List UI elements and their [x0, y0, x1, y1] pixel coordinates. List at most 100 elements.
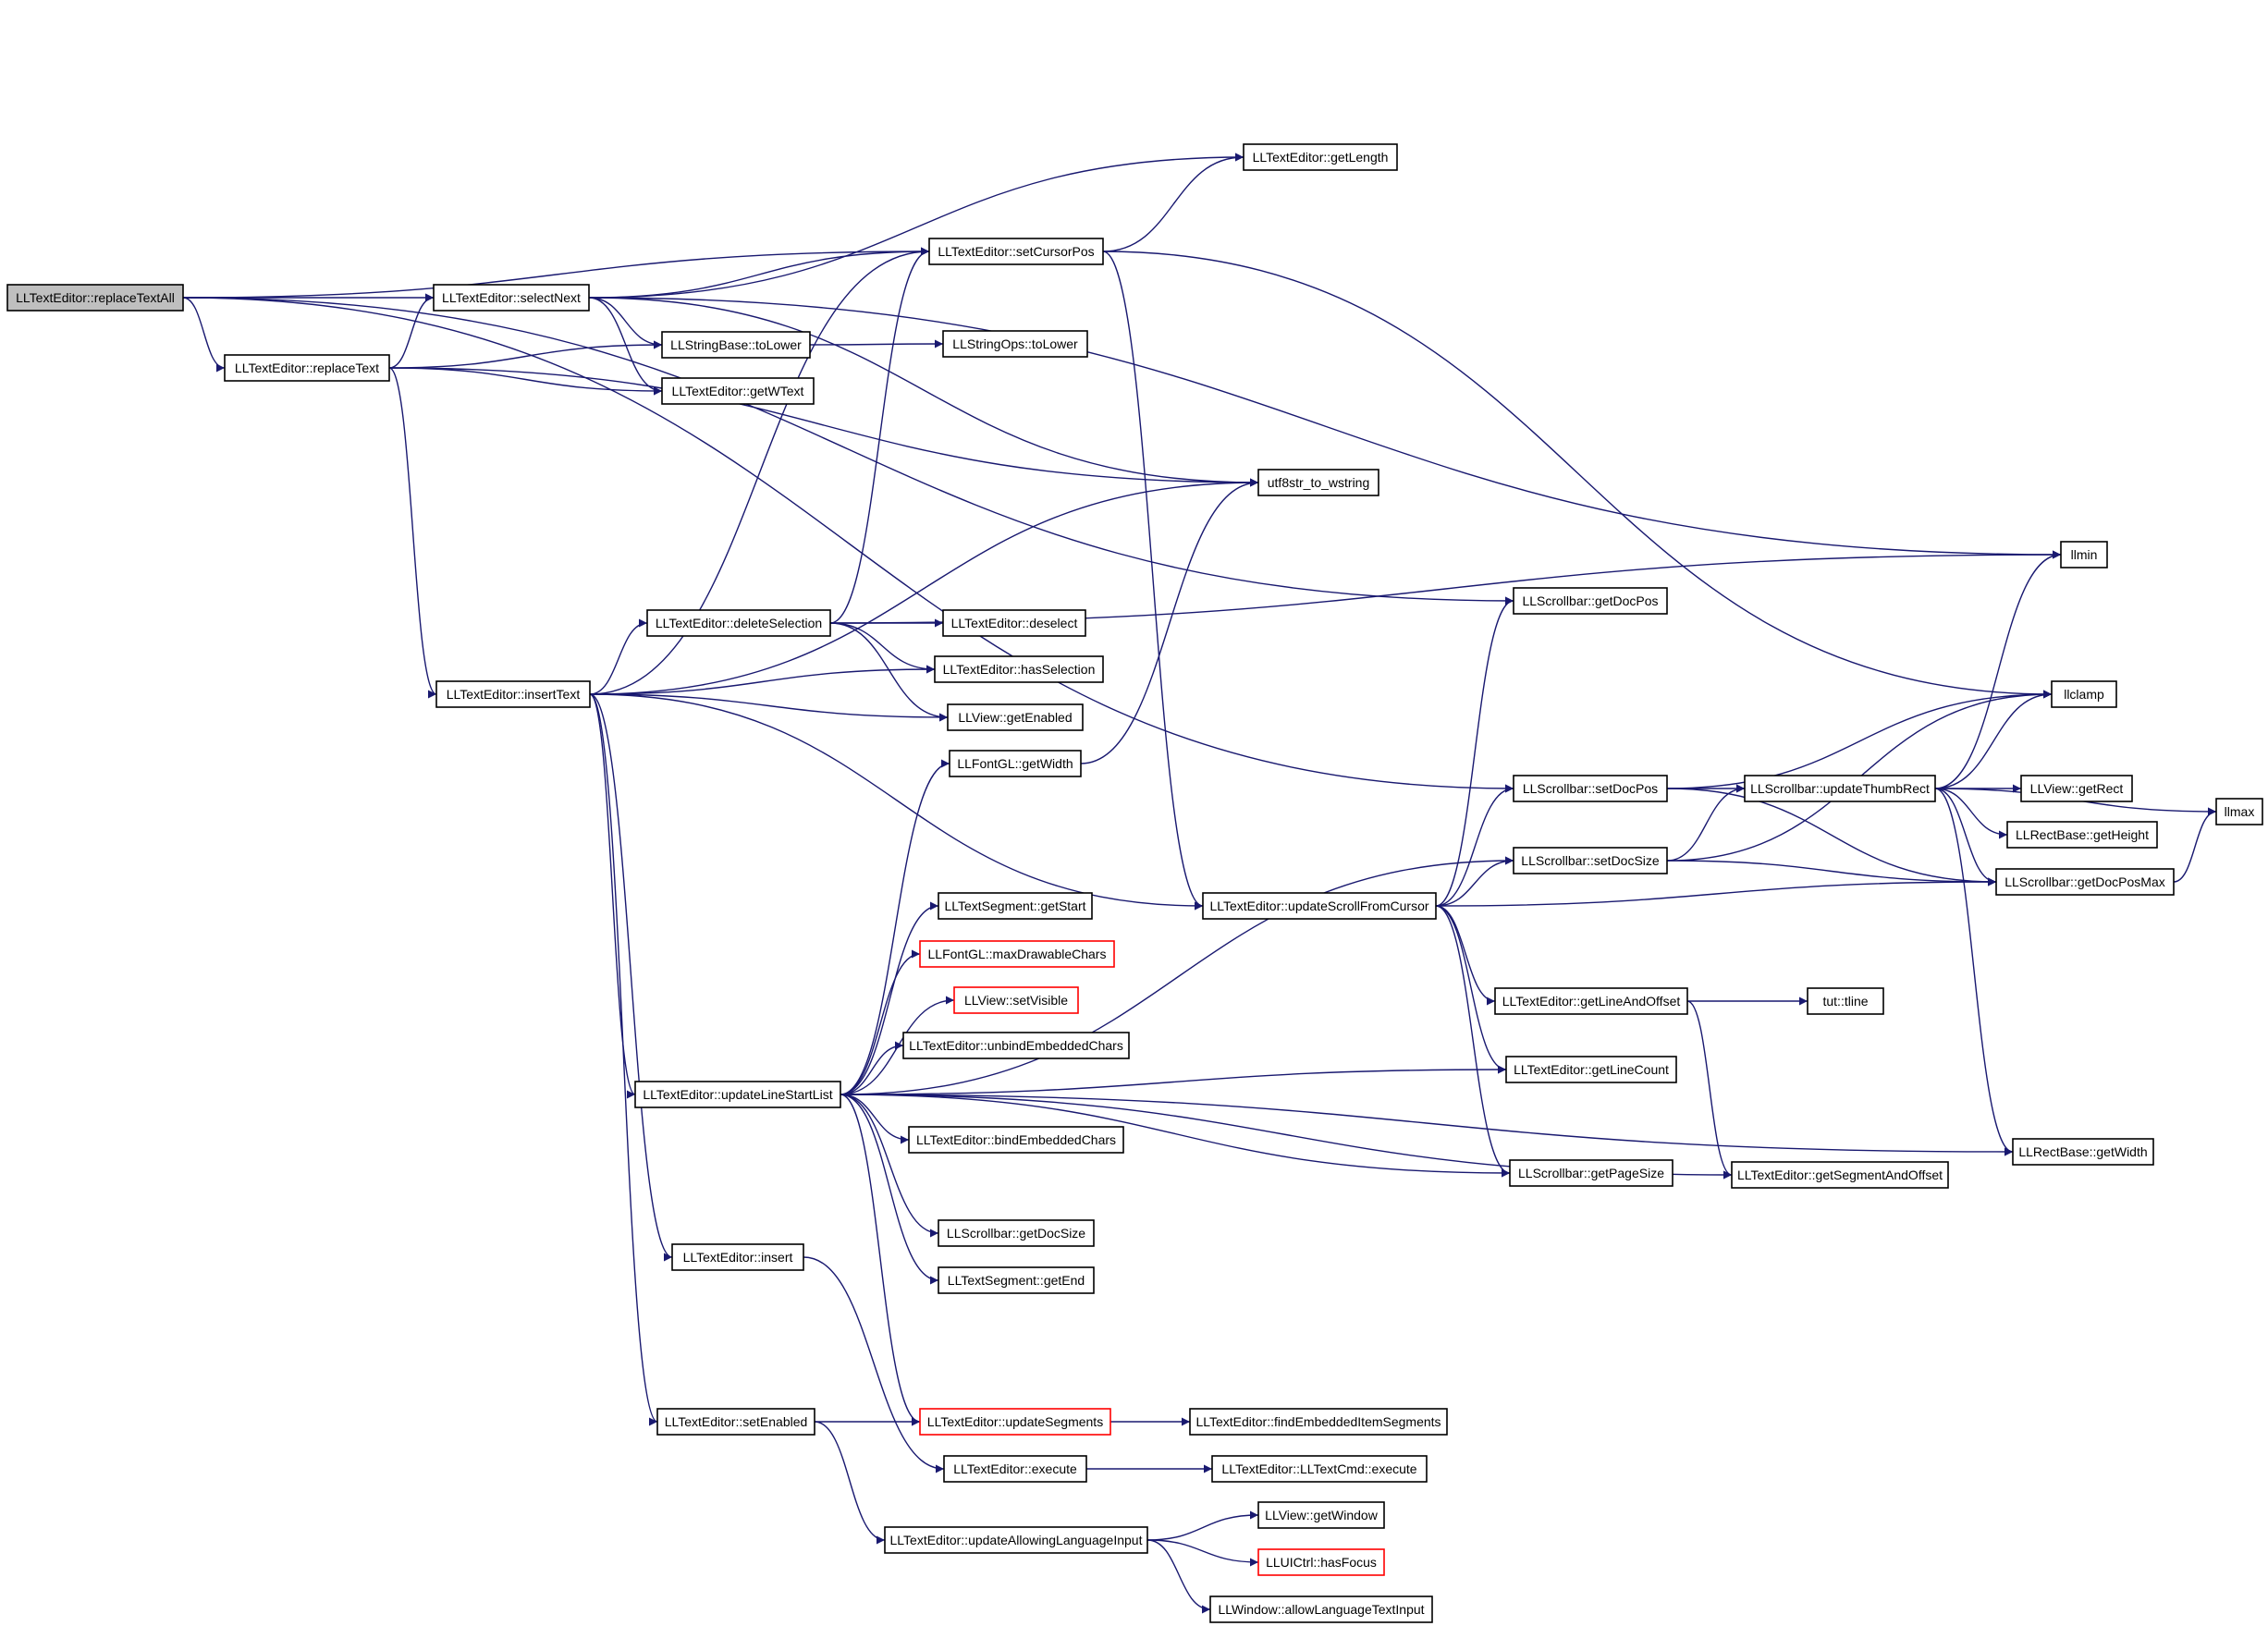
node-box — [656, 1408, 815, 1436]
node-bindEmbeddedChars[interactable]: LLTextEditor::bindEmbeddedChars — [908, 1126, 1124, 1154]
node-getLineAndOffset[interactable]: LLTextEditor::getLineAndOffset — [1494, 987, 1688, 1015]
edge-setCursorPos-to-getLength — [1102, 153, 1244, 252]
node-setDocSize[interactable]: LLScrollbar::setDocSize — [1513, 847, 1668, 874]
edge-updateLineStartList-to-updateSegments — [840, 1094, 921, 1426]
node-label: LLScrollbar::getDocPosMax — [2004, 874, 2165, 889]
node-box — [661, 331, 811, 359]
node-findEmbeddedItemSegments[interactable]: LLTextEditor::findEmbeddedItemSegments — [1189, 1408, 1448, 1436]
node-getRect[interactable]: LLView::getRect — [2020, 775, 2133, 802]
node-maxDrawableChars[interactable]: LLFontGL::maxDrawableChars — [919, 940, 1115, 968]
edge-updateScrollFromCursor-to-getDocPos — [1435, 596, 1514, 907]
node-deselect[interactable]: LLTextEditor::deselect — [942, 609, 1086, 637]
node-llclamp[interactable]: llclamp — [2051, 680, 2117, 708]
node-updateAllowingLanguageInput[interactable]: LLTextEditor::updateAllowingLanguageInpu… — [884, 1526, 1148, 1554]
edge-insertText-to-hasSelection — [589, 665, 936, 695]
node-llmax[interactable]: llmax — [2215, 798, 2263, 825]
node-sbGetDocSize[interactable]: LLScrollbar::getDocSize — [938, 1219, 1095, 1247]
node-getSegmentAndOffset[interactable]: LLTextEditor::getSegmentAndOffset — [1731, 1161, 1949, 1189]
node-updateSegments[interactable]: LLTextEditor::updateSegments — [919, 1408, 1111, 1436]
node-getWText[interactable]: LLTextEditor::getWText — [661, 377, 815, 405]
node-deleteSelection[interactable]: LLTextEditor::deleteSelection — [646, 609, 831, 637]
node-label: LLScrollbar::getPageSize — [1518, 1166, 1664, 1180]
node-getHeight[interactable]: LLRectBase::getHeight — [2006, 821, 2158, 849]
node-segGetEnd[interactable]: LLTextSegment::getEnd — [938, 1266, 1095, 1294]
edge-updateScrollFromCursor-to-setDocPos — [1435, 784, 1514, 907]
edge-selectNext-to-getLength — [588, 153, 1244, 299]
edge-replaceTextAll-to-getDocPos — [182, 297, 1514, 605]
edge-insertText-to-utf8 — [589, 478, 1259, 695]
node-box — [1257, 1501, 1385, 1529]
node-hasFocus[interactable]: LLUICtrl::hasFocus — [1257, 1548, 1385, 1576]
edge-setDocPos-to-llclamp — [1666, 690, 2053, 789]
node-selectNext[interactable]: LLTextEditor::selectNext — [433, 284, 590, 312]
node-insert[interactable]: LLTextEditor::insert — [671, 1243, 804, 1271]
node-getDocPos[interactable]: LLScrollbar::getDocPos — [1513, 587, 1668, 615]
node-box — [2020, 775, 2133, 802]
node-utf8[interactable]: utf8str_to_wstring — [1257, 469, 1379, 496]
edge-replaceText-to-utf8 — [388, 367, 1259, 487]
node-label: LLScrollbar::getDocSize — [947, 1226, 1085, 1241]
node-replaceTextAll[interactable]: LLTextEditor::replaceTextAll — [6, 284, 184, 312]
node-label: LLTextEditor::bindEmbeddedChars — [916, 1132, 1116, 1147]
edge-getLineAndOffset-to-getSegmentAndOffset — [1686, 1000, 1733, 1180]
node-replaceText[interactable]: LLTextEditor::replaceText — [224, 354, 390, 382]
node-insertText[interactable]: LLTextEditor::insertText — [435, 680, 591, 708]
node-unbindEmbeddedChars[interactable]: LLTextEditor::unbindEmbeddedChars — [902, 1032, 1130, 1059]
edge-setCursorPos-to-updateScrollFromCursor — [1102, 251, 1204, 911]
node-label: LLStringOps::toLower — [952, 336, 1078, 351]
edge-updateThumbRect-to-llclamp — [1934, 690, 2053, 789]
node-setEnabled[interactable]: LLTextEditor::setEnabled — [656, 1408, 815, 1436]
node-getLineCount[interactable]: LLTextEditor::getLineCount — [1505, 1056, 1677, 1083]
node-hasSelection[interactable]: LLTextEditor::hasSelection — [934, 655, 1104, 683]
edge-selectNext-to-sbToLower — [588, 297, 663, 349]
edge-insertText-to-updateLineStartList — [589, 693, 636, 1099]
edge-updateLineStartList-to-getLineCount — [840, 1065, 1507, 1095]
node-execute[interactable]: LLTextEditor::execute — [943, 1455, 1087, 1483]
node-segGetStart[interactable]: LLTextSegment::getStart — [938, 892, 1093, 920]
edge-updateLineStartList-to-segGetEnd — [840, 1094, 939, 1285]
edge-deleteSelection-to-getEnabled — [829, 622, 949, 722]
node-llmin[interactable]: llmin — [2060, 541, 2108, 568]
node-label: LLTextEditor::getWText — [672, 384, 804, 398]
edge-updateThumbRect-to-llmin — [1934, 550, 2062, 789]
edge-updateThumbRect-to-rectGetWidth — [1934, 788, 2014, 1156]
node-cmdExecute[interactable]: LLTextEditor::LLTextCmd::execute — [1211, 1455, 1428, 1483]
edge-replaceTextAll-to-replaceText — [182, 297, 226, 373]
node-label: LLTextEditor::updateSegments — [927, 1414, 1103, 1429]
node-allowLanguageTextInput[interactable]: LLWindow::allowLanguageTextInput — [1209, 1595, 1433, 1623]
edge-selectNext-to-utf8 — [588, 297, 1259, 487]
node-setDocPos[interactable]: LLScrollbar::setDocPos — [1513, 775, 1668, 802]
node-label: LLTextEditor::deselect — [951, 616, 1078, 630]
node-getPageSize[interactable]: LLScrollbar::getPageSize — [1509, 1159, 1673, 1187]
node-setVisible[interactable]: LLView::setVisible — [953, 986, 1079, 1014]
node-fontGetWidth[interactable]: LLFontGL::getWidth — [949, 750, 1082, 777]
node-getDocPosMax[interactable]: LLScrollbar::getDocPosMax — [1995, 868, 2175, 896]
edge-updateLineStartList-to-unbindEmbeddedChars — [840, 1041, 904, 1095]
node-box — [224, 354, 390, 382]
node-box — [634, 1081, 841, 1108]
node-soToLower[interactable]: LLStringOps::toLower — [942, 330, 1088, 358]
node-label: llmax — [2225, 804, 2255, 819]
edge-replaceTextAll-to-setDocPos — [182, 297, 1514, 793]
node-tline[interactable]: tut::tline — [1807, 987, 1884, 1015]
node-updateLineStartList[interactable]: LLTextEditor::updateLineStartList — [634, 1081, 841, 1108]
node-sbToLower[interactable]: LLStringBase::toLower — [661, 331, 811, 359]
node-label: LLTextEditor::getLineCount — [1514, 1062, 1669, 1077]
node-box — [934, 655, 1104, 683]
node-rectGetWidth[interactable]: LLRectBase::getWidth — [2012, 1138, 2154, 1166]
node-box — [2060, 541, 2108, 568]
node-box — [435, 680, 591, 708]
node-getLength[interactable]: LLTextEditor::getLength — [1243, 143, 1398, 171]
node-getWindow[interactable]: LLView::getWindow — [1257, 1501, 1385, 1529]
node-box — [1257, 1548, 1385, 1576]
node-box — [2012, 1138, 2154, 1166]
node-getEnabled[interactable]: LLView::getEnabled — [947, 703, 1084, 731]
node-setCursorPos[interactable]: LLTextEditor::setCursorPos — [928, 238, 1104, 265]
node-label: LLStringBase::toLower — [670, 337, 802, 352]
node-label: LLView::getRect — [2030, 781, 2124, 796]
node-box — [1807, 987, 1884, 1015]
node-updateScrollFromCursor[interactable]: LLTextEditor::updateScrollFromCursor — [1202, 892, 1437, 920]
node-updateThumbRect[interactable]: LLScrollbar::updateThumbRect — [1744, 775, 1936, 802]
